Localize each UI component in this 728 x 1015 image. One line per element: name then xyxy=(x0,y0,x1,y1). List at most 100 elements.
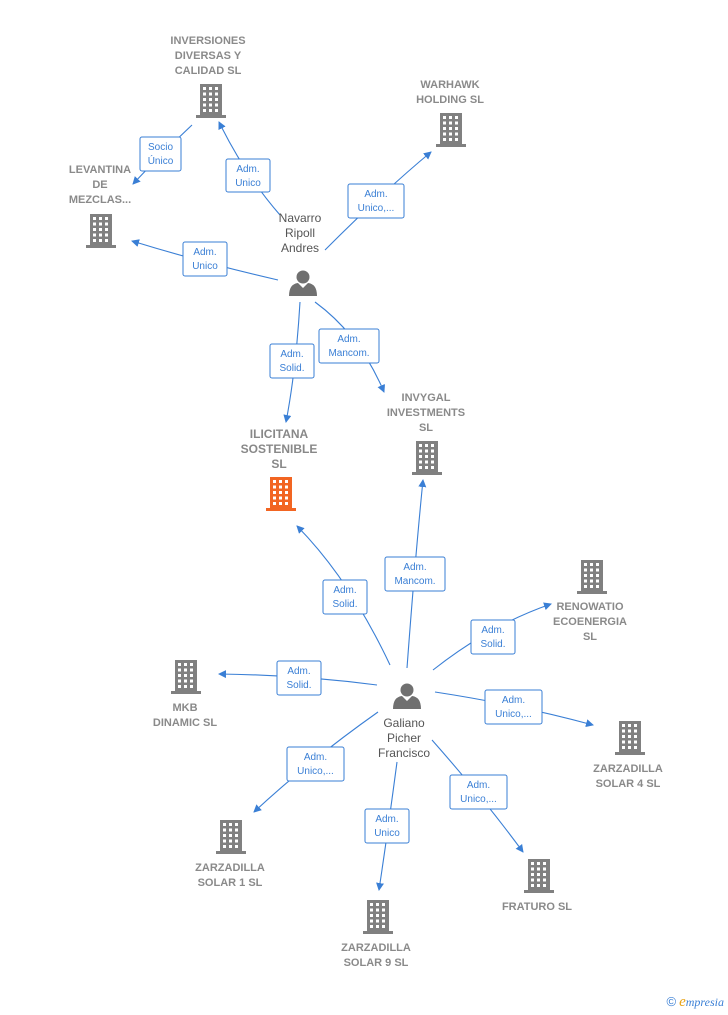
person-node-navarro[interactable]: Navarro Ripoll Andres xyxy=(279,211,322,296)
brand-logo-text: mpresia xyxy=(685,995,724,1009)
svg-text:Adm.: Adm. xyxy=(333,585,356,596)
svg-text:SOLAR 9 SL: SOLAR 9 SL xyxy=(344,957,409,969)
svg-text:Navarro: Navarro xyxy=(279,211,322,225)
svg-text:Mancom.: Mancom. xyxy=(394,576,435,587)
svg-text:Adm.: Adm. xyxy=(236,164,259,175)
relation-label-adm-unico-inversiones[interactable]: Adm. Unico xyxy=(225,158,271,193)
svg-text:SOLAR 1 SL: SOLAR 1 SL xyxy=(198,877,263,889)
svg-text:CALIDAD SL: CALIDAD SL xyxy=(175,65,242,77)
svg-text:Adm.: Adm. xyxy=(375,814,398,825)
company-node-levantina[interactable]: LEVANTINA DE MEZCLAS... xyxy=(69,164,131,248)
relation-label-adm-mancom-galiano[interactable]: Adm. Mancom. xyxy=(384,556,446,592)
company-node-inversiones[interactable]: INVERSIONES DIVERSAS Y CALIDAD SL xyxy=(170,35,246,118)
relation-label-adm-unico-zarzadilla9[interactable]: Adm. Unico xyxy=(364,808,410,844)
company-node-zarzadilla1[interactable]: ZARZADILLA SOLAR 1 SL xyxy=(195,820,265,889)
svg-text:Unico: Unico xyxy=(235,178,261,189)
svg-text:ZARZADILLA: ZARZADILLA xyxy=(593,763,663,775)
svg-text:INVESTMENTS: INVESTMENTS xyxy=(387,407,465,419)
building-icon xyxy=(524,859,554,893)
building-icon xyxy=(216,820,246,854)
relation-label-adm-mancom-navarro[interactable]: Adm. Mancom. xyxy=(318,328,380,364)
company-node-ilicitana[interactable]: ILICITANA SOSTENIBLE SL xyxy=(241,427,318,511)
svg-text:HOLDING SL: HOLDING SL xyxy=(416,94,484,106)
svg-text:WARHAWK: WARHAWK xyxy=(420,79,479,91)
relation-label-adm-unico-zarzadilla1[interactable]: Adm. Unico,... xyxy=(286,746,345,782)
svg-text:Picher: Picher xyxy=(387,731,421,745)
svg-text:Galiano: Galiano xyxy=(383,716,425,730)
relation-label-adm-solid-mkb[interactable]: Adm. Solid. xyxy=(276,660,322,696)
svg-text:Adm.: Adm. xyxy=(481,625,504,636)
edges xyxy=(131,121,594,891)
svg-text:DINAMIC SL: DINAMIC SL xyxy=(153,717,217,729)
person-icon xyxy=(289,270,317,296)
svg-text:Adm.: Adm. xyxy=(337,334,360,345)
svg-text:SOSTENIBLE: SOSTENIBLE xyxy=(241,442,318,456)
svg-text:Andres: Andres xyxy=(281,241,319,255)
svg-text:Unico: Unico xyxy=(374,828,400,839)
company-node-warhawk[interactable]: WARHAWK HOLDING SL xyxy=(416,79,484,147)
svg-text:Adm.: Adm. xyxy=(467,780,490,791)
svg-text:SL: SL xyxy=(271,457,286,471)
relation-label-adm-solid-renowatio[interactable]: Adm. Solid. xyxy=(470,619,516,655)
relation-label-adm-unico-zarzadilla4[interactable]: Adm. Unico,... xyxy=(484,689,543,725)
svg-text:INVERSIONES: INVERSIONES xyxy=(170,35,245,47)
building-icon xyxy=(577,560,607,594)
svg-text:Adm.: Adm. xyxy=(364,189,387,200)
svg-text:Unico,...: Unico,... xyxy=(460,794,497,805)
svg-text:Unico,...: Unico,... xyxy=(297,766,334,777)
svg-text:Ripoll: Ripoll xyxy=(285,226,315,240)
building-icon xyxy=(436,113,466,147)
svg-text:ZARZADILLA: ZARZADILLA xyxy=(195,862,265,874)
svg-text:Adm.: Adm. xyxy=(280,349,303,360)
relation-label-adm-unico-fraturo[interactable]: Adm. Unico,... xyxy=(449,774,508,810)
svg-text:MEZCLAS...: MEZCLAS... xyxy=(69,194,131,206)
copyright-symbol: © xyxy=(666,994,677,1009)
svg-text:FRATURO SL: FRATURO SL xyxy=(502,901,572,913)
svg-text:Solid.: Solid. xyxy=(332,599,357,610)
svg-text:Unico,...: Unico,... xyxy=(358,203,395,214)
company-node-fraturo[interactable]: FRATURO SL xyxy=(502,859,572,913)
svg-text:RENOWATIO: RENOWATIO xyxy=(556,601,623,613)
svg-text:Mancom.: Mancom. xyxy=(328,348,369,359)
svg-text:Adm.: Adm. xyxy=(403,562,426,573)
svg-text:SOLAR 4 SL: SOLAR 4 SL xyxy=(596,778,661,790)
company-node-invygal[interactable]: INVYGAL INVESTMENTS SL xyxy=(387,392,465,475)
building-icon xyxy=(412,441,442,475)
svg-text:Unico: Unico xyxy=(192,261,218,272)
building-icon xyxy=(86,214,116,248)
company-node-zarzadilla4[interactable]: ZARZADILLA SOLAR 4 SL xyxy=(593,721,663,790)
empresia-brand[interactable]: ©empresia xyxy=(667,994,725,1011)
svg-text:LEVANTINA: LEVANTINA xyxy=(69,164,131,176)
relation-label-adm-solid-galiano-ilicitana[interactable]: Adm. Solid. xyxy=(322,579,368,615)
building-icon xyxy=(363,900,393,934)
company-node-zarzadilla9[interactable]: ZARZADILLA SOLAR 9 SL xyxy=(341,900,411,969)
svg-text:Solid.: Solid. xyxy=(279,363,304,374)
relation-label-adm-unico-warhawk[interactable]: Adm. Unico,... xyxy=(347,183,405,219)
relation-label-socio-unico[interactable]: Socio Único xyxy=(139,136,182,172)
company-node-renowatio[interactable]: RENOWATIO ECOENERGIA SL xyxy=(553,560,627,643)
svg-text:Adm.: Adm. xyxy=(287,666,310,677)
svg-text:ECOENERGIA: ECOENERGIA xyxy=(553,616,627,628)
svg-text:Francisco: Francisco xyxy=(378,746,430,760)
company-node-mkb[interactable]: MKB DINAMIC SL xyxy=(153,660,217,729)
svg-text:Solid.: Solid. xyxy=(286,680,311,691)
edge-labels: Socio Único Adm. Unico Adm. Unico,... Ad… xyxy=(139,136,543,844)
svg-text:SL: SL xyxy=(419,422,433,434)
building-icon-focus xyxy=(266,477,296,511)
svg-text:MKB: MKB xyxy=(172,702,197,714)
building-icon xyxy=(196,84,226,118)
svg-text:ILICITANA: ILICITANA xyxy=(250,427,309,441)
svg-text:Adm.: Adm. xyxy=(502,695,525,706)
building-icon xyxy=(615,721,645,755)
svg-text:Único: Único xyxy=(148,154,174,167)
relation-label-adm-unico-levantina[interactable]: Adm. Unico xyxy=(182,241,228,277)
svg-text:DIVERSAS Y: DIVERSAS Y xyxy=(175,50,242,62)
svg-text:Adm.: Adm. xyxy=(304,752,327,763)
svg-text:Socio: Socio xyxy=(148,142,173,153)
svg-text:SL: SL xyxy=(583,631,597,643)
person-node-galiano[interactable]: Galiano Picher Francisco xyxy=(378,683,430,761)
brand-logo-e: e xyxy=(679,994,686,1010)
relation-label-adm-solid-navarro[interactable]: Adm. Solid. xyxy=(269,343,315,379)
svg-text:Unico,...: Unico,... xyxy=(495,709,532,720)
